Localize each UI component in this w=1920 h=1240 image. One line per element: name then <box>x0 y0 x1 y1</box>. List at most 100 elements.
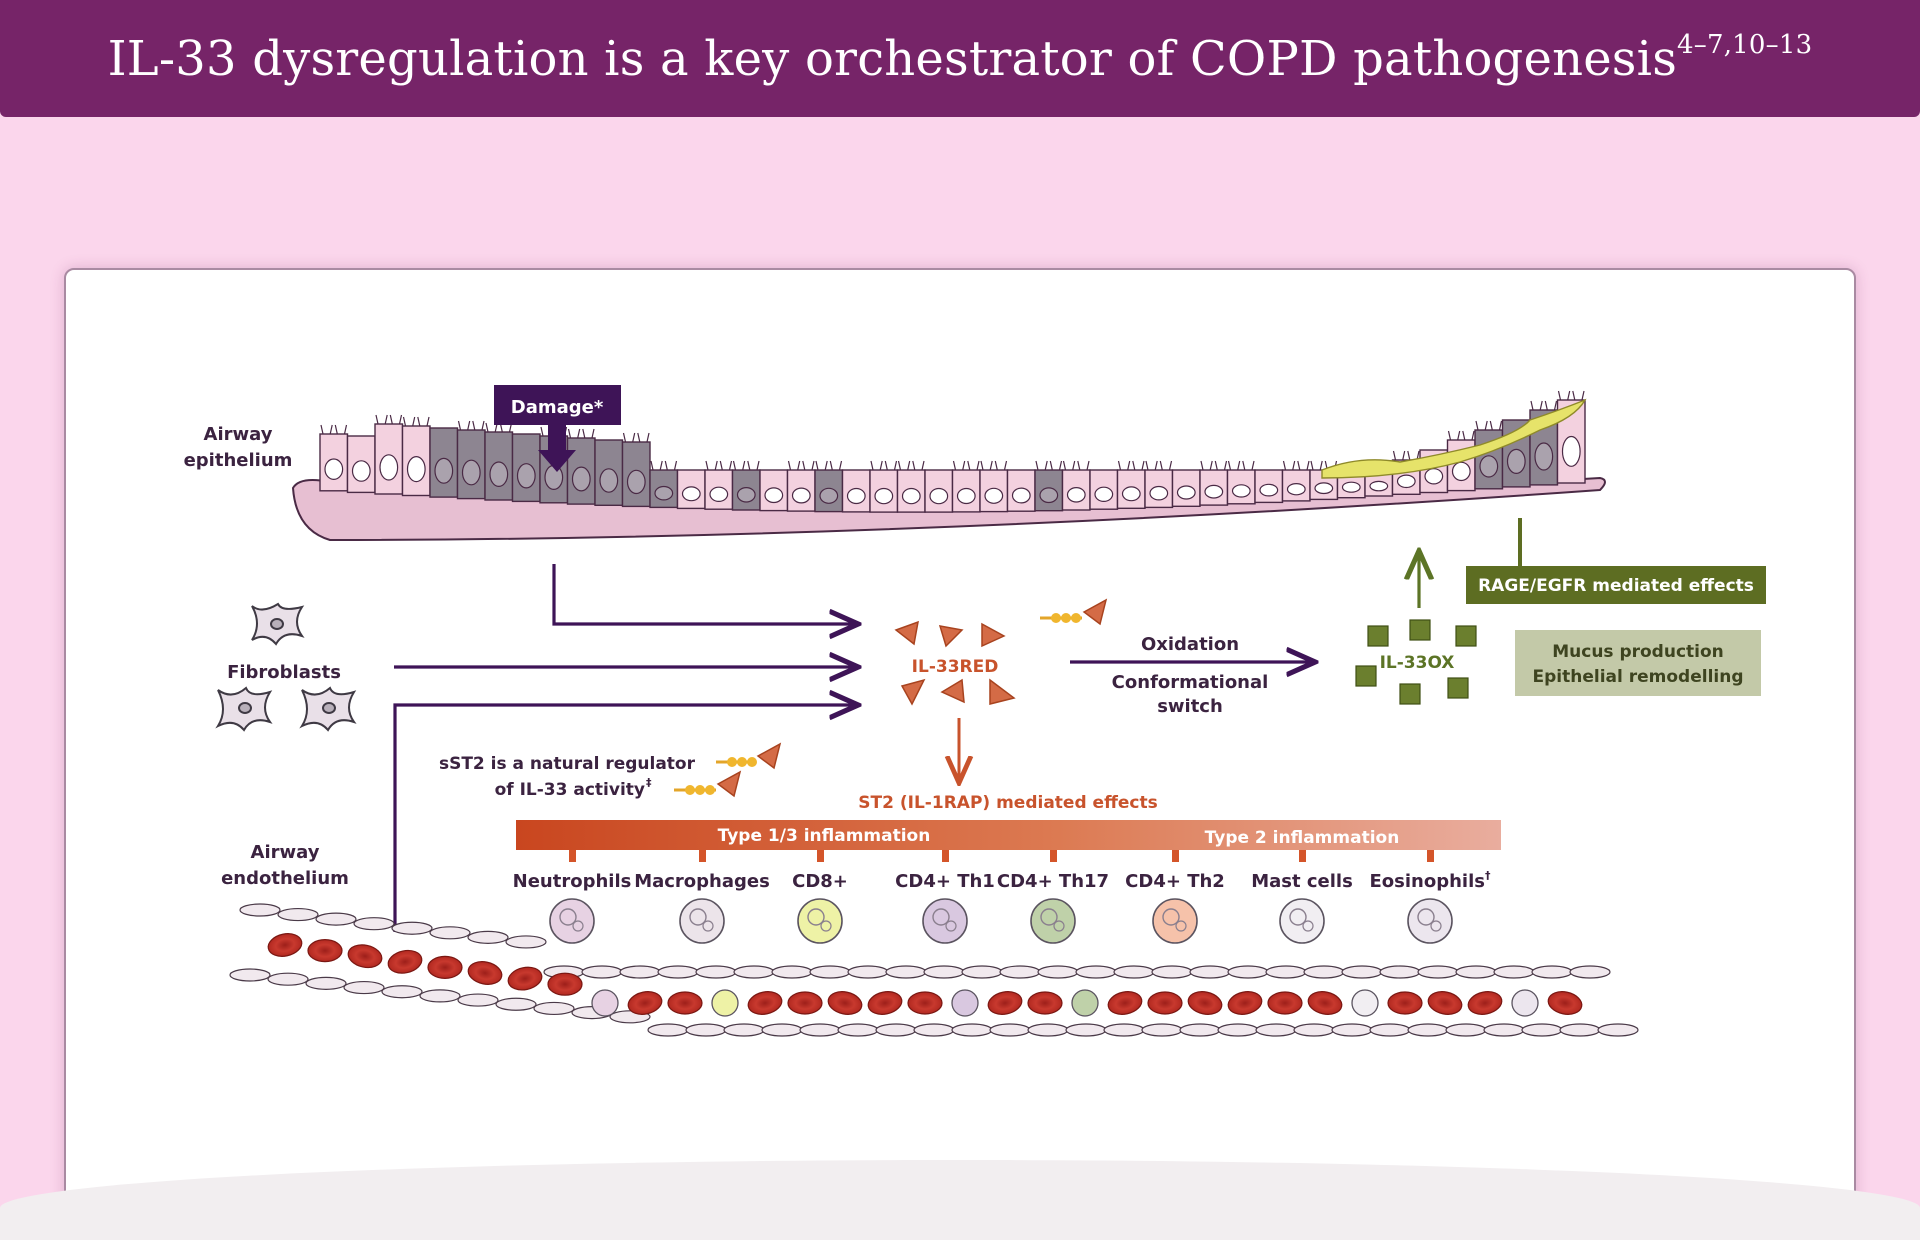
epithelial-cell <box>401 416 431 497</box>
epithelial-cell <box>346 435 376 494</box>
red-blood-cell <box>1427 991 1463 1015</box>
endothelial-cell <box>847 965 889 979</box>
immune-cell-label: Macrophages <box>634 871 770 892</box>
inflammation-tick <box>1299 850 1306 862</box>
endothelial-cell <box>809 965 851 979</box>
red-blood-cell <box>1227 991 1263 1015</box>
epithelial-cell <box>429 427 459 498</box>
epithelial-cell <box>676 469 706 510</box>
epithelial-cell <box>484 422 514 501</box>
fibroblasts-icon <box>215 602 357 732</box>
endothelial-cell <box>1341 965 1383 979</box>
epithelial-cell <box>924 469 954 513</box>
airway-epithelium-label-1: Airway <box>204 424 273 445</box>
epithelial-cell <box>951 460 981 513</box>
epithelial-cell <box>1144 460 1174 509</box>
immune-cell-neutrophils: Neutrophils <box>513 850 632 944</box>
red-blood-cell <box>827 991 863 1015</box>
epithelial-cell <box>786 460 816 512</box>
endothelial-cell <box>533 1001 575 1016</box>
endothelial-cell <box>229 968 271 982</box>
mucus-label-2: Epithelial remodelling <box>1533 667 1744 687</box>
endothelial-cell <box>837 1023 879 1037</box>
epithelial-cell <box>869 460 899 513</box>
endothelial-cell <box>1521 1023 1563 1037</box>
endothelial-cell <box>457 993 499 1007</box>
endothelial-cell <box>1445 1023 1487 1037</box>
epithelial-cell <box>621 432 651 508</box>
endothelial-cell <box>353 917 395 931</box>
epithelial-cell <box>731 460 761 511</box>
endothelial-cell <box>1075 965 1117 979</box>
endothelial-cell <box>875 1023 917 1037</box>
endothelial-cell <box>419 989 461 1003</box>
inflammation-tick <box>817 850 824 862</box>
immune-cell-eosinophils: Eosinophils† <box>1370 850 1491 944</box>
damage-arrow <box>538 425 576 472</box>
red-blood-cell <box>507 966 543 991</box>
endothelial-cell <box>1331 1023 1373 1037</box>
epithelial-cell <box>979 460 1009 513</box>
endothelial-cell <box>1483 1023 1525 1037</box>
immune-cell-label: Neutrophils <box>513 871 632 892</box>
inflammation-tick <box>1172 850 1179 862</box>
endothelial-cell <box>239 903 281 917</box>
endothelial-cell <box>1407 1023 1449 1037</box>
endothelial-cell <box>619 965 661 979</box>
leukocyte <box>951 989 979 1017</box>
immune-cell-cd4-th17: CD4+ Th17 <box>997 850 1109 944</box>
epithelial-cell <box>1116 460 1146 509</box>
endothelial-cells <box>229 903 1639 1037</box>
red-blood-cell <box>1387 991 1423 1015</box>
arrow-epithelium-to-il33 <box>552 564 855 624</box>
epithelial-cell <box>649 460 679 509</box>
red-blood-cell <box>1107 991 1143 1015</box>
red-blood-cell <box>427 955 463 980</box>
immune-cell-cd4-th1: CD4+ Th1 <box>895 850 995 944</box>
endothelial-cell <box>999 965 1041 979</box>
epithelial-cell <box>896 460 926 513</box>
endothelial-cell <box>1379 965 1421 979</box>
endothelial-cell <box>391 921 433 935</box>
epithelial-cell <box>704 460 734 510</box>
endothelial-cell <box>381 985 423 999</box>
epithelial-cell <box>456 420 486 500</box>
endothelial-cell <box>505 935 547 949</box>
endothelial-cell <box>1217 1023 1259 1037</box>
th2-cell-icon <box>1152 898 1198 944</box>
immune-cell-mast-cells: Mast cells <box>1251 850 1353 944</box>
endothelial-cell <box>1265 965 1307 979</box>
red-blood-cell <box>627 991 663 1015</box>
epithelial-cell <box>1006 469 1036 512</box>
endothelial-cell <box>1179 1023 1221 1037</box>
endothelial-cell <box>1493 965 1535 979</box>
fibroblasts-label: Fibroblasts <box>227 662 341 683</box>
epithelial-cell <box>1281 460 1311 502</box>
title-references: 4–7,10–13 <box>1677 30 1813 60</box>
endothelial-cell <box>467 930 509 944</box>
epithelial-cell <box>1061 460 1091 511</box>
immune-cell-label: CD4+ Th1 <box>895 871 995 892</box>
sst2-molecules <box>674 742 782 798</box>
mucus-label-1: Mucus production <box>1552 642 1724 662</box>
endothelial-cell <box>1189 965 1231 979</box>
inflammation-tick <box>942 850 949 862</box>
immune-cell-label: Eosinophils† <box>1370 869 1491 892</box>
red-blood-cell <box>1187 991 1223 1015</box>
red-blood-cell <box>867 991 903 1015</box>
il33ox-molecules <box>1355 619 1477 705</box>
red-blood-cell <box>1307 991 1343 1015</box>
endothelial-cell <box>305 976 347 990</box>
endothelial-cell <box>277 907 319 922</box>
epithelial-cell <box>814 460 844 513</box>
inflammation-tick <box>1427 850 1434 862</box>
leukocyte <box>1071 989 1099 1017</box>
endothelial-cell <box>913 1023 955 1037</box>
endothelial-cell <box>695 965 737 979</box>
endothelial-cell <box>1569 965 1611 979</box>
epithelial-cell <box>1199 460 1229 506</box>
airway-epithelium <box>291 390 1606 542</box>
st2-label: ST2 (IL-1RAP) mediated effects <box>858 793 1157 813</box>
